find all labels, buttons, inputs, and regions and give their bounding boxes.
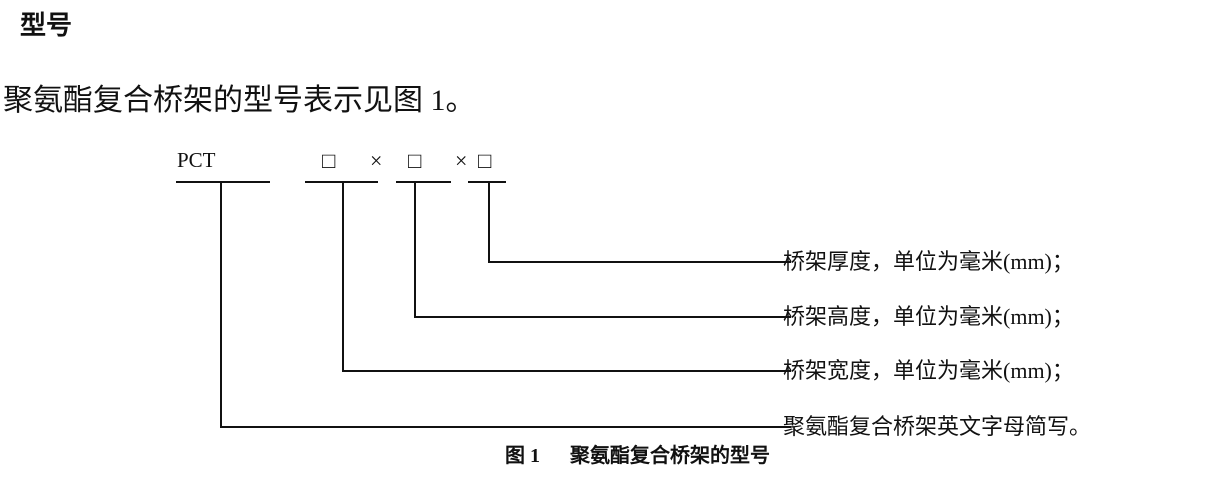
figure-number: 图 1 xyxy=(505,445,540,467)
thickness-placeholder: □ xyxy=(478,148,492,173)
separator-1: × xyxy=(370,148,383,173)
width-leader xyxy=(342,182,791,372)
section-heading: 型号 xyxy=(20,11,73,41)
figure-title: 聚氨酯复合桥架的型号 xyxy=(570,445,770,467)
label-width: 桥架宽度，单位为毫米(mm)； xyxy=(783,358,1074,383)
intro-paragraph: 聚氨酯复合桥架的型号表示见图 1。 xyxy=(3,84,476,117)
height-leader xyxy=(414,182,791,318)
prefix-leader xyxy=(220,182,791,428)
label-height: 桥架高度，单位为毫米(mm)； xyxy=(783,304,1074,329)
figure-caption: 图 1 聚氨酯复合桥架的型号 xyxy=(505,446,800,466)
model-prefix: PCT xyxy=(177,148,216,172)
separator-2: × xyxy=(455,148,468,173)
width-placeholder: □ xyxy=(322,148,336,173)
height-placeholder: □ xyxy=(408,148,422,173)
label-thickness: 桥架厚度，单位为毫米(mm)； xyxy=(783,249,1074,274)
label-prefix: 聚氨酯复合桥架英文字母简写。 xyxy=(783,414,1092,439)
thickness-leader xyxy=(488,182,791,263)
